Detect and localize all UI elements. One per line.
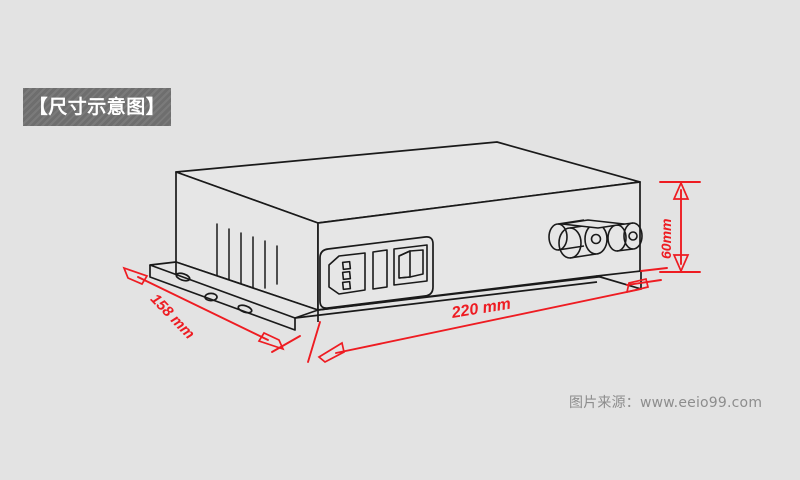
extension-line-220-left <box>307 321 321 363</box>
dimension-height-60mm <box>659 180 701 274</box>
extension-line-220-right <box>640 267 668 272</box>
fuse-holder-outline <box>372 249 388 290</box>
flange-screw-hole <box>204 292 218 302</box>
rocker-switch-crease <box>398 250 411 279</box>
bnc-connectors <box>548 219 643 259</box>
enclosure-bottom-front-edge <box>294 281 598 319</box>
mounting-flange <box>149 261 319 331</box>
bnc-right-barrel-front <box>623 222 643 250</box>
extension-tick-220-right <box>626 279 662 286</box>
title-banner: 【尺寸示意图】 <box>23 88 171 126</box>
dimension-depth-158mm <box>122 266 301 353</box>
source-watermark: 图片来源：www.eeio99.com <box>569 395 763 411</box>
extension-line-158-bottom <box>271 335 301 353</box>
title-banner-label: 【尺寸示意图】 <box>28 95 166 118</box>
bnc-mount-plate <box>561 219 625 229</box>
iec-inlet-outline <box>328 252 366 295</box>
dimension-label-height: 60mm <box>658 218 674 259</box>
iec-power-inlet <box>328 252 366 295</box>
arrowhead-60-bottom <box>672 254 690 274</box>
dimension-length-220mm <box>307 267 668 364</box>
iec-pin <box>341 280 352 291</box>
arrowhead-158-top <box>122 266 149 286</box>
fuse-holder <box>372 249 388 290</box>
dimension-line-220 <box>335 288 642 354</box>
iec-pin <box>341 260 352 271</box>
arrowhead-158-bottom <box>257 331 285 351</box>
enclosure-bottom-rear-edge <box>317 275 598 311</box>
rocker-switch <box>393 244 428 286</box>
flange-screw-hole <box>175 272 191 282</box>
mounting-flange-edge <box>149 265 296 331</box>
arrowhead-220-right <box>625 277 650 294</box>
iec-pin <box>341 270 352 281</box>
arrowhead-220-left <box>317 341 345 364</box>
arrowhead-60-top <box>672 180 690 200</box>
bnc-right-center-pin <box>628 231 638 241</box>
bnc-rear-center-pin <box>590 233 602 245</box>
dimension-line-158 <box>137 276 269 341</box>
flange-screw-hole <box>237 304 253 314</box>
